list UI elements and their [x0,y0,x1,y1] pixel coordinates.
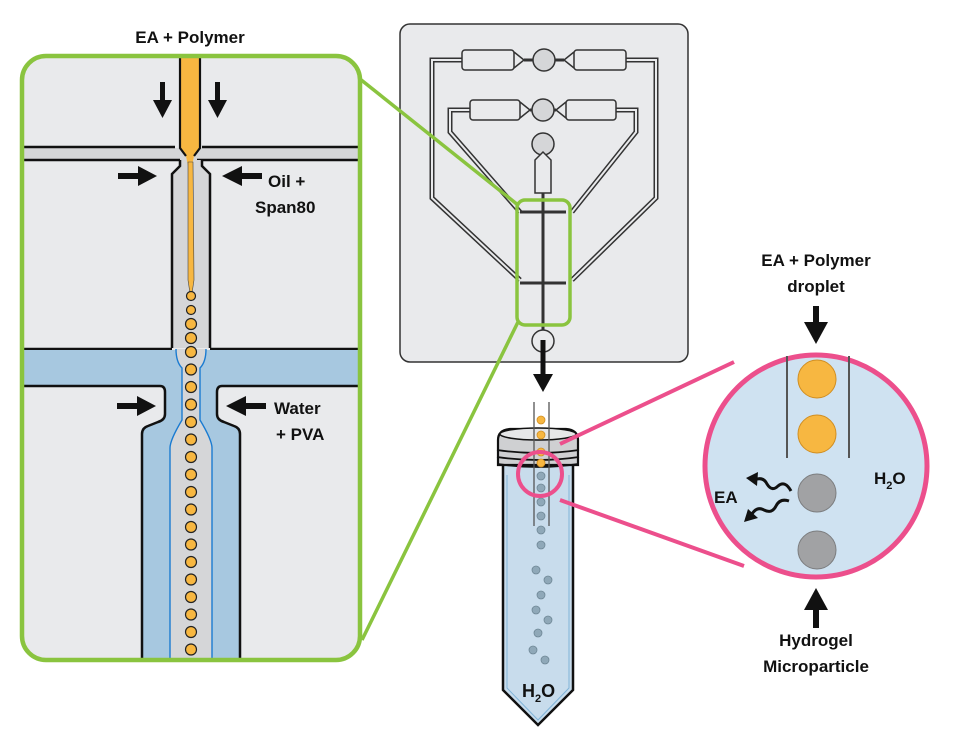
polymer-jet [187,161,195,301]
polymer-droplet-train [184,290,198,656]
zoom-connector-bottom [360,321,520,641]
label-oil: Oil + [268,172,305,191]
polymer-droplet [184,555,198,569]
label-droplet-line1: EA + Polymer [761,251,871,270]
arrow-water-left [117,396,156,416]
polymer-droplet [184,520,198,534]
collection-tube: H2O [496,402,580,727]
magnified-view: EA H2O [702,352,930,580]
polymer-droplet [184,590,198,604]
tube-polymer-droplet [536,415,546,425]
zoom-connector-top [353,73,520,207]
magnify-connector-top [559,360,735,446]
arrow-oil-right [222,166,262,186]
inlet-port-oil [532,48,556,72]
polymer-droplet [184,450,198,464]
tube-hydrogel-particle [528,645,538,655]
panel-border [19,53,363,663]
polymer-droplet [184,538,198,551]
polymer-droplet [797,414,837,454]
label-hydrogel-line1: Hydrogel [779,631,853,650]
filter-mid-left [469,99,532,121]
label-pva: + PVA [276,425,324,444]
magnify-circle [702,352,930,580]
arrow-water-right [226,396,266,416]
polymer-droplet [184,331,198,345]
tube-hydrogel-particle [536,540,546,550]
flow-arrow-to-tube [533,340,553,392]
inlet-port-water [531,98,555,122]
tube-magnify-ring [516,450,564,498]
polymer-droplet [184,363,198,376]
ea-diffusion-arrow-up [746,472,793,492]
arrow-polymer-right [208,82,227,118]
tube-hydrogel-particle [543,575,553,585]
tube-hydrogel-particle [536,471,546,481]
label-droplet-line2: droplet [787,277,845,296]
magnify-connector-bottom [559,498,745,568]
label-ea: EA [714,488,738,507]
label-water: Water [274,399,321,418]
hydrogel-particle [797,473,837,513]
filter-top-right [562,49,627,71]
microfluidic-chip [399,23,689,363]
tube-hydrogel-particle [533,628,543,638]
tube-hydrogel-particle [531,605,541,615]
polymer-droplet [184,398,198,411]
tube-polymer-droplet [536,458,546,468]
tube-hydrogel-particle [536,483,546,493]
label-ea-polymer-inlet: EA + Polymer [135,28,245,47]
polymer-droplet [184,573,198,586]
filter-top-left [461,49,526,71]
polymer-inlet-channel [180,56,200,166]
arrow-droplet-down [804,306,828,344]
polymer-droplet [184,380,198,394]
polymer-droplet [184,608,198,621]
polymer-droplet [184,468,198,481]
ea-diffusion-arrow-down [744,498,790,522]
tube-water-label: H2O [522,681,555,705]
chip-zoom-region [515,198,572,327]
hydrogel-particle [797,530,837,570]
polymer-droplet [184,625,198,639]
tube-hydrogel-particle [536,525,546,535]
polymer-droplet [184,643,198,656]
polymer-droplet [185,304,197,316]
tube-hydrogel-particle [536,497,546,507]
tube-polymer-droplet [536,430,546,440]
polymer-droplet [184,317,198,331]
tube-hydrogel-particle [536,590,546,600]
tube-hydrogel-particle [531,565,541,575]
polymer-droplet [797,359,837,399]
label-hydrogel-line2: Microparticle [763,657,869,676]
tube-hydrogel-particle [543,615,553,625]
arrow-hydrogel-up [804,588,828,628]
polymer-droplet [184,485,198,499]
tube-hydrogel-particle [540,655,550,665]
polymer-droplet [184,433,198,446]
arrow-oil-left [118,166,157,186]
junction-zoom-panel [19,53,363,663]
filter-polymer [534,150,552,194]
label-water-h2o: H2O [874,469,906,492]
polymer-droplet [184,503,198,516]
polymer-droplet [184,345,198,359]
tube-hydrogel-particle [536,511,546,521]
polymer-droplet [184,415,198,429]
arrow-polymer-left [153,82,172,118]
polymer-droplet [185,290,197,302]
label-span80: Span80 [255,198,315,217]
